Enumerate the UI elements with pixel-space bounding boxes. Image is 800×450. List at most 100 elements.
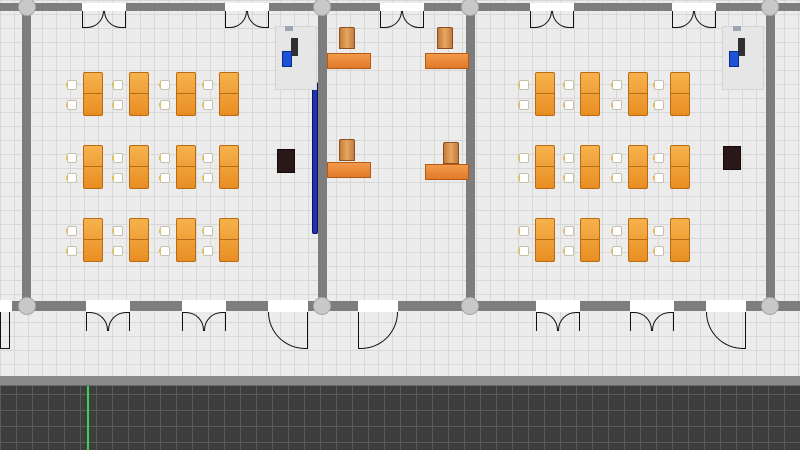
- student-chair[interactable]: [611, 153, 622, 163]
- student-chair[interactable]: [653, 246, 664, 256]
- student-chair[interactable]: [159, 173, 170, 183]
- student-desk[interactable]: [219, 145, 239, 189]
- student-desk[interactable]: [176, 218, 196, 262]
- student-desk[interactable]: [83, 72, 103, 116]
- student-chair[interactable]: [66, 173, 77, 183]
- lab-table[interactable]: [425, 53, 469, 69]
- student-chair[interactable]: [611, 246, 622, 256]
- lab-stool[interactable]: [437, 27, 453, 49]
- student-chair[interactable]: [518, 80, 529, 90]
- student-chair[interactable]: [518, 153, 529, 163]
- student-desk[interactable]: [83, 218, 103, 262]
- door-icon[interactable]: [358, 300, 398, 312]
- student-chair[interactable]: [611, 80, 622, 90]
- door-icon[interactable]: [0, 300, 12, 312]
- student-chair[interactable]: [518, 226, 529, 236]
- student-chair[interactable]: [66, 246, 77, 256]
- student-chair[interactable]: [202, 80, 213, 90]
- student-desk[interactable]: [535, 145, 555, 189]
- student-chair[interactable]: [112, 100, 123, 110]
- student-chair[interactable]: [159, 246, 170, 256]
- door-icon[interactable]: [630, 300, 674, 312]
- door-icon[interactable]: [380, 3, 424, 11]
- door-icon[interactable]: [672, 3, 716, 11]
- student-desk[interactable]: [670, 145, 690, 189]
- student-chair[interactable]: [159, 153, 170, 163]
- student-chair[interactable]: [518, 246, 529, 256]
- student-chair[interactable]: [653, 80, 664, 90]
- door-icon[interactable]: [536, 300, 580, 312]
- student-chair[interactable]: [112, 153, 123, 163]
- student-desk[interactable]: [129, 218, 149, 262]
- lab-stool[interactable]: [443, 142, 459, 164]
- student-chair[interactable]: [66, 153, 77, 163]
- student-chair[interactable]: [653, 173, 664, 183]
- student-desk[interactable]: [670, 218, 690, 262]
- student-desk[interactable]: [670, 72, 690, 116]
- student-desk[interactable]: [83, 145, 103, 189]
- student-chair[interactable]: [518, 173, 529, 183]
- door-icon[interactable]: [706, 300, 746, 312]
- monitor-icon: [282, 51, 292, 67]
- door-icon[interactable]: [225, 3, 269, 11]
- student-chair[interactable]: [112, 246, 123, 256]
- teacher-desk[interactable]: [723, 146, 741, 170]
- student-chair[interactable]: [563, 246, 574, 256]
- lab-table[interactable]: [327, 53, 371, 69]
- build-grid[interactable]: [0, 378, 800, 450]
- student-desk[interactable]: [219, 72, 239, 116]
- student-chair[interactable]: [563, 173, 574, 183]
- student-chair[interactable]: [112, 80, 123, 90]
- student-desk[interactable]: [129, 72, 149, 116]
- door-icon[interactable]: [268, 300, 308, 312]
- student-desk[interactable]: [129, 145, 149, 189]
- student-chair[interactable]: [611, 100, 622, 110]
- student-chair[interactable]: [66, 80, 77, 90]
- student-desk[interactable]: [628, 72, 648, 116]
- door-icon[interactable]: [182, 300, 226, 312]
- student-chair[interactable]: [202, 100, 213, 110]
- student-chair[interactable]: [563, 226, 574, 236]
- lab-table[interactable]: [425, 164, 469, 180]
- door-icon[interactable]: [82, 3, 126, 11]
- student-chair[interactable]: [563, 80, 574, 90]
- student-chair[interactable]: [202, 226, 213, 236]
- student-chair[interactable]: [112, 173, 123, 183]
- student-chair[interactable]: [518, 100, 529, 110]
- student-desk[interactable]: [580, 145, 600, 189]
- door-icon[interactable]: [530, 3, 574, 11]
- student-desk[interactable]: [176, 145, 196, 189]
- student-desk[interactable]: [535, 72, 555, 116]
- student-desk[interactable]: [580, 72, 600, 116]
- student-chair[interactable]: [653, 153, 664, 163]
- student-chair[interactable]: [202, 153, 213, 163]
- student-chair[interactable]: [112, 226, 123, 236]
- student-chair[interactable]: [611, 226, 622, 236]
- student-chair[interactable]: [202, 173, 213, 183]
- student-chair[interactable]: [202, 246, 213, 256]
- student-chair[interactable]: [611, 173, 622, 183]
- student-chair[interactable]: [66, 226, 77, 236]
- student-chair[interactable]: [66, 100, 77, 110]
- student-desk[interactable]: [176, 72, 196, 116]
- whiteboard-icon[interactable]: [312, 82, 318, 234]
- student-chair[interactable]: [159, 80, 170, 90]
- student-desk[interactable]: [580, 218, 600, 262]
- student-chair[interactable]: [159, 100, 170, 110]
- student-chair[interactable]: [563, 153, 574, 163]
- door-icon[interactable]: [86, 300, 130, 312]
- student-chair[interactable]: [653, 226, 664, 236]
- student-desk[interactable]: [535, 218, 555, 262]
- student-desk[interactable]: [219, 218, 239, 262]
- lab-stool[interactable]: [339, 27, 355, 49]
- student-chair[interactable]: [159, 226, 170, 236]
- student-desk[interactable]: [628, 218, 648, 262]
- lab-table[interactable]: [327, 162, 371, 178]
- student-chair[interactable]: [653, 100, 664, 110]
- teacher-desk[interactable]: [277, 149, 295, 173]
- lab-stool[interactable]: [339, 139, 355, 161]
- building-floor[interactable]: [0, 0, 800, 378]
- student-chair[interactable]: [563, 100, 574, 110]
- student-desk[interactable]: [628, 145, 648, 189]
